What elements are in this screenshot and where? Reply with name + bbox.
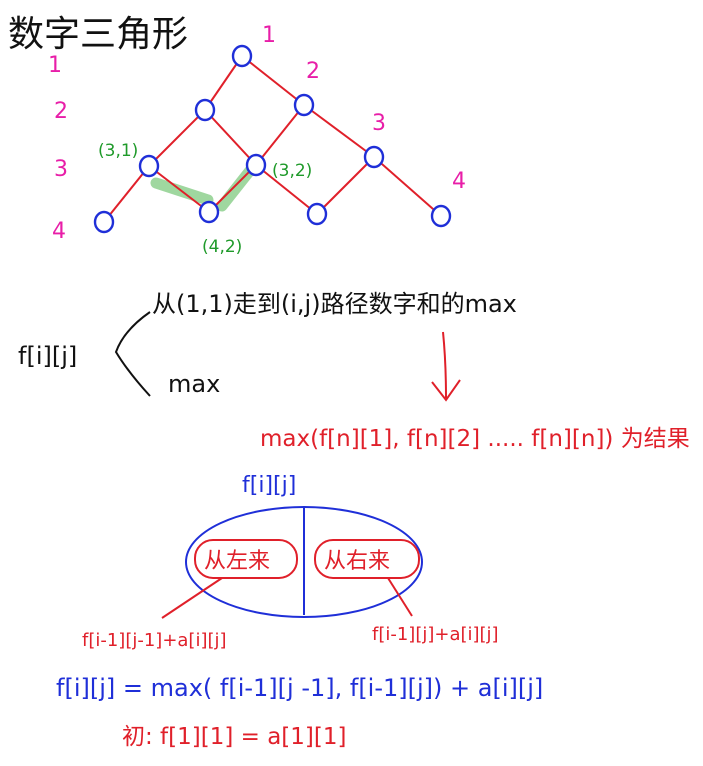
column-label-1: 1 bbox=[262, 23, 276, 48]
result-text: max(f[n][1], f[n][2] ..... f[n][n]) 为结果 bbox=[260, 426, 690, 452]
definition-target: max bbox=[168, 370, 220, 398]
from-right-box bbox=[314, 539, 420, 579]
triangle-edges bbox=[103, 55, 442, 223]
left-formula: f[i-1][j-1]+a[i][j] bbox=[82, 630, 227, 651]
triangle-node-2-1 bbox=[194, 98, 216, 122]
triangle-edge bbox=[204, 109, 257, 166]
coord-label-4-2: (4,2) bbox=[202, 237, 242, 257]
right-formula: f[i-1][j]+a[i][j] bbox=[372, 624, 499, 645]
triangle-edge bbox=[316, 156, 375, 215]
triangle-node-2-2 bbox=[293, 93, 315, 117]
right-pointer bbox=[387, 577, 413, 617]
triangle-node-3-3 bbox=[363, 145, 385, 169]
triangle-node-4-1 bbox=[93, 210, 115, 234]
triangle-edge bbox=[103, 165, 150, 223]
down-arrow bbox=[431, 331, 461, 402]
triangle-edge bbox=[303, 104, 375, 158]
definition-brace bbox=[114, 311, 151, 397]
triangle-edge bbox=[241, 55, 305, 106]
coord-label-3-1: (3,1) bbox=[98, 141, 138, 161]
from-left-box bbox=[194, 539, 298, 579]
title: 数字三角形 bbox=[8, 14, 188, 55]
from-right-label: 从右来 bbox=[324, 549, 390, 574]
coord-label-3-2: (3,2) bbox=[272, 161, 312, 181]
triangle-node-3-2 bbox=[245, 153, 267, 177]
column-label-4: 4 bbox=[452, 169, 466, 194]
from-left-label: 从左来 bbox=[204, 549, 270, 574]
left-pointer bbox=[161, 577, 223, 619]
row-label-3: 3 bbox=[54, 157, 68, 182]
row-label-1: 1 bbox=[48, 53, 62, 78]
triangle-edge bbox=[148, 165, 210, 213]
column-label-3: 3 bbox=[372, 111, 386, 136]
column-label-2: 2 bbox=[306, 59, 320, 84]
triangle-nodes bbox=[93, 44, 452, 234]
triangle-node-4-4 bbox=[430, 204, 452, 228]
row-label-4: 4 bbox=[52, 219, 66, 244]
row-label-2: 2 bbox=[54, 99, 68, 124]
triangle-edge bbox=[148, 109, 206, 167]
row-labels: 1 2 3 4 bbox=[48, 53, 68, 244]
triangle-edge bbox=[204, 55, 243, 111]
triangle-node-4-2 bbox=[198, 200, 220, 224]
triangle-node-3-1 bbox=[138, 154, 160, 178]
definition-meaning: 从(1,1)走到(i,j)路径数字和的max bbox=[152, 290, 517, 318]
triangle-node-4-3 bbox=[306, 202, 328, 226]
triangle-edge bbox=[208, 164, 257, 213]
column-labels: 1 2 3 4 bbox=[262, 23, 466, 194]
triangle-edge bbox=[373, 156, 442, 217]
definition-lhs: f[i][j] bbox=[18, 342, 77, 370]
split-top-label: f[i][j] bbox=[242, 473, 296, 498]
recurrence-formula: f[i][j] = max( f[i-1][j -1], f[i-1][j]) … bbox=[56, 674, 543, 702]
triangle-edge bbox=[255, 164, 318, 215]
triangle-node-1-1 bbox=[231, 44, 253, 68]
init-formula: 初: f[1][1] = a[1][1] bbox=[122, 724, 346, 750]
highlight-path bbox=[150, 162, 258, 212]
triangle-edge bbox=[255, 104, 305, 166]
